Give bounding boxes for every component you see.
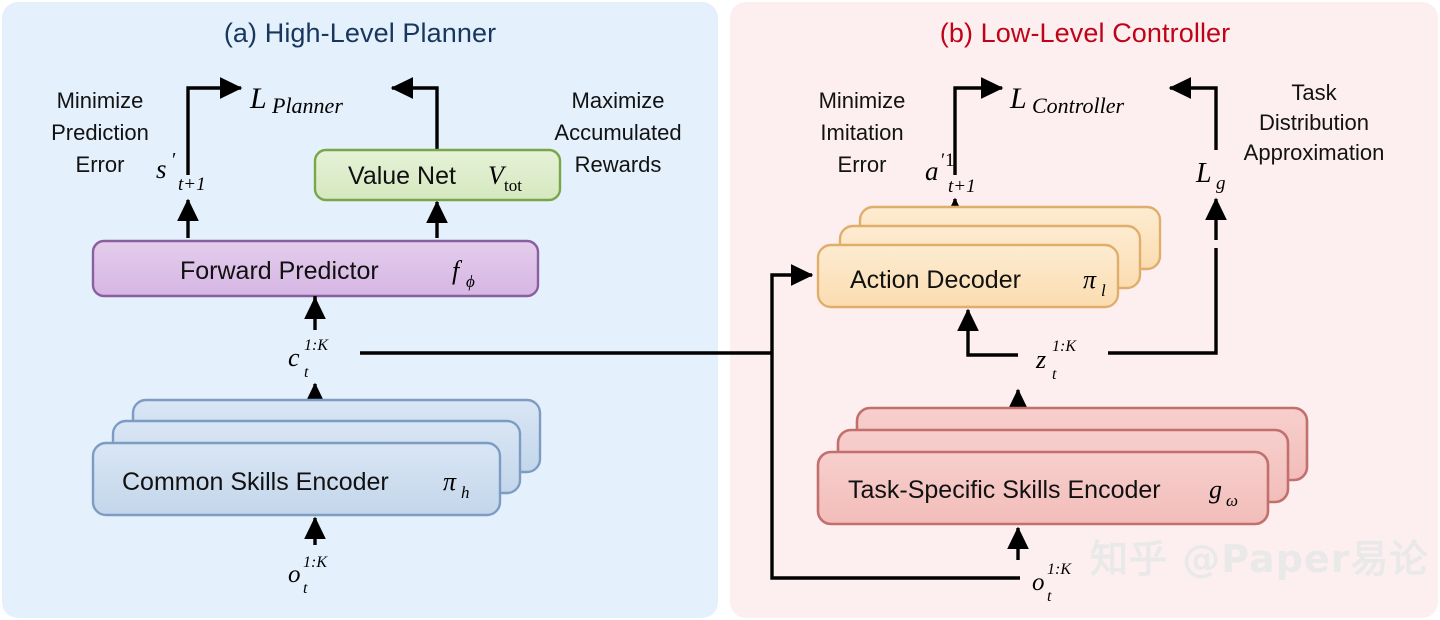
svg-text:Forward Predictor: Forward Predictor (180, 257, 379, 285)
svg-text:g: g (1216, 173, 1226, 194)
latent-to-gloss-line (1108, 248, 1218, 355)
svg-text:V: V (488, 161, 507, 190)
panel-a-right-annotation: Maximize Accumulated Rewards (554, 88, 681, 177)
common-obs-label: o 1:K t (288, 554, 328, 597)
svg-text:o: o (288, 561, 301, 588)
svg-text:t+1: t+1 (948, 176, 976, 197)
planner-loss-script: L (249, 82, 267, 115)
svg-text:Value Net: Value Net (348, 162, 456, 190)
action-decoder-box[interactable] (816, 243, 1120, 309)
svg-text:o: o (1032, 569, 1045, 596)
svg-text:z: z (1035, 345, 1046, 374)
svg-text:Action Decoder: Action Decoder (850, 266, 1021, 294)
svg-text:t: t (304, 364, 309, 381)
svg-text:Minimize: Minimize (819, 88, 906, 113)
value-net-box[interactable] (313, 148, 562, 202)
svg-text:ϕ: ϕ (466, 272, 475, 291)
watermark: 知乎 @Paper易论 (1090, 537, 1429, 581)
task-encoder-box[interactable] (816, 450, 1270, 526)
panel-b-right-annotation: Task Distribution Approximation (1244, 80, 1385, 165)
svg-text:Imitation: Imitation (820, 120, 903, 145)
svg-text:ω: ω (1226, 491, 1238, 510)
svg-text:L: L (1009, 82, 1027, 115)
svg-text:Controller: Controller (1032, 93, 1125, 118)
svg-text:Common Skills Encoder: Common Skills Encoder (122, 468, 389, 496)
svg-text:Error: Error (76, 152, 125, 177)
svg-text:Approximation: Approximation (1244, 140, 1385, 165)
svg-text:t: t (1047, 588, 1052, 605)
value-reward-arrow (390, 77, 439, 150)
prediction-error-arrow (186, 77, 243, 175)
svg-text:′: ′ (172, 149, 176, 171)
common-latent-label: c 1:K t (288, 337, 329, 381)
action-decoder-label: Action Decoder π l (850, 265, 1106, 300)
task-latent-label: z 1:K t (1035, 338, 1077, 383)
svg-text:Task-Specific Skills Encoder: Task-Specific Skills Encoder (848, 476, 1161, 504)
svg-text:π: π (1083, 265, 1097, 294)
svg-text:π: π (443, 467, 457, 496)
panel-b-left-annotation: Minimize Imitation Error (819, 88, 906, 177)
svg-text:1:K: 1:K (1052, 338, 1077, 355)
svg-text:1:K: 1:K (303, 554, 328, 571)
svg-text:Minimize: Minimize (57, 88, 144, 113)
svg-text:h: h (461, 483, 470, 502)
svg-text:L: L (1195, 158, 1212, 189)
task-distribution-loss-label: L g (1195, 158, 1226, 194)
planner-loss-subscript: Planner (271, 93, 343, 118)
svg-text:a: a (925, 156, 939, 186)
svg-text:s: s (156, 154, 167, 184)
svg-text:1:K: 1:K (1047, 561, 1072, 578)
svg-text:tot: tot (504, 176, 522, 195)
svg-text:Maximize: Maximize (572, 88, 665, 113)
controller-loss-label: L Controller (1009, 82, 1125, 118)
task-encoder-label: Task-Specific Skills Encoder g ω (848, 475, 1238, 510)
imitation-error-arrow (953, 77, 1004, 175)
svg-text:Distribution: Distribution (1259, 110, 1369, 135)
svg-text:t: t (303, 580, 308, 597)
svg-text:c: c (288, 343, 300, 372)
common-encoder-label: Common Skills Encoder π h (122, 467, 470, 502)
panel-b-title: (b) Low-Level Controller (940, 18, 1231, 48)
value-net-label: Value Net V tot (348, 161, 522, 195)
predicted-state-label: s ′ t+1 (156, 149, 206, 195)
svg-text:1:K: 1:K (304, 337, 329, 354)
predicted-action-label: a ′1 t+1 (925, 150, 976, 197)
svg-text:t+1: t+1 (178, 174, 206, 195)
svg-text:Task: Task (1291, 80, 1337, 105)
svg-text:Rewards: Rewards (575, 152, 662, 177)
task-distribution-arrow (1168, 77, 1218, 150)
task-obs-label: o 1:K t (1032, 561, 1072, 605)
svg-text:′1: ′1 (941, 150, 955, 171)
svg-text:Accumulated: Accumulated (554, 120, 681, 145)
planner-loss-label: L Planner (249, 82, 343, 118)
svg-text:Error: Error (838, 152, 887, 177)
latent-to-decoder-arrow (957, 308, 1018, 357)
observation-routing-path (770, 264, 1020, 580)
svg-text:Prediction: Prediction (51, 120, 149, 145)
svg-text:l: l (1101, 281, 1106, 300)
svg-text:t: t (1052, 366, 1057, 383)
common-encoder-box[interactable] (91, 441, 502, 517)
panel-a-left-annotation: Minimize Prediction Error (51, 88, 149, 177)
svg-text:g: g (1209, 475, 1222, 504)
svg-text:f: f (452, 256, 463, 285)
forward-predictor-label: Forward Predictor f ϕ (180, 256, 475, 291)
panel-a-title: (a) High-Level Planner (224, 18, 496, 48)
